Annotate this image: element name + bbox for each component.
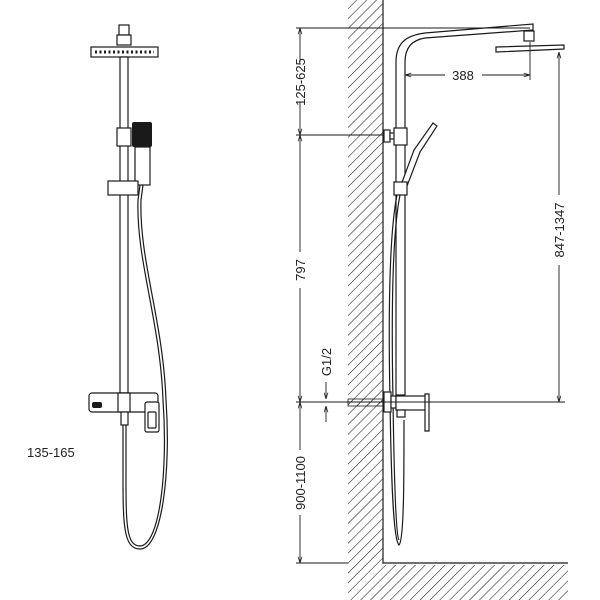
wall-bracket-plate xyxy=(383,129,391,143)
head-swivel-side xyxy=(523,30,535,42)
hose-side-inner xyxy=(391,194,401,541)
riser-pipe xyxy=(119,56,129,394)
riser-and-arm xyxy=(395,23,534,396)
wall-hatch xyxy=(348,0,383,565)
hose-side xyxy=(388,194,405,546)
dim-inlet-height-label: 900-1100 xyxy=(293,456,308,510)
hand-shower-head xyxy=(132,122,152,147)
dim-head-inlet-label: 847-1347 xyxy=(552,203,567,258)
mixer-outlet xyxy=(92,402,102,408)
dim-thread-label: G1/2 xyxy=(319,348,334,376)
mixer-lever-inset xyxy=(147,411,157,429)
bracket-clamp xyxy=(393,127,408,146)
slide-bar-holder xyxy=(107,180,139,196)
dim-797-label: 797 xyxy=(293,259,308,281)
mixer-lever-side xyxy=(424,393,430,432)
hand-shower-holder xyxy=(116,127,132,147)
front-view: 135-165 xyxy=(27,24,168,550)
mixer-riser-joint xyxy=(117,392,131,413)
slide-holder-side xyxy=(393,181,408,196)
inlet-pipe xyxy=(347,398,384,407)
hose-connector-side xyxy=(396,409,406,418)
dim-reach-label: 388 xyxy=(452,68,474,83)
head-swivel xyxy=(116,34,132,46)
shower-hose-inner xyxy=(122,184,168,550)
head-connector xyxy=(118,24,130,36)
floor-hatch xyxy=(348,565,568,600)
outlet-spacing-label: 135-165 xyxy=(27,445,75,460)
dim-adjust-top-label: 125-625 xyxy=(293,58,308,106)
wall-floor-surface xyxy=(382,0,568,564)
mixer-body-side xyxy=(395,395,429,411)
hose-connector xyxy=(120,411,129,426)
hand-shower-handle xyxy=(134,146,151,186)
side-view: 125-625 797 900-1100 G1/2 388 847-1347 xyxy=(293,0,568,600)
shower-hose xyxy=(125,184,165,547)
